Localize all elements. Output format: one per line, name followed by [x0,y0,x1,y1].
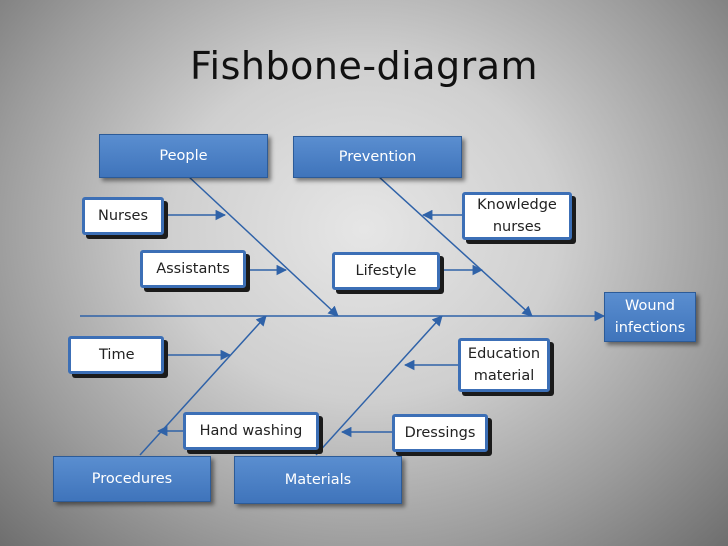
cause-nurses: Nurses [82,197,164,235]
cause-hand-washing: Hand washing [183,412,319,450]
cause-time: Time [68,336,164,374]
cause-lifestyle: Lifestyle [332,252,440,290]
materials-bone [315,315,443,456]
prevention-bone [377,175,533,317]
people-bone [187,175,339,317]
category-materials: Materials [234,456,402,504]
cause-education-material: Education material [458,338,550,392]
category-prevention: Prevention [293,136,462,178]
cause-assistants: Assistants [140,250,246,288]
category-people: People [99,134,268,178]
cause-knowledge-nurses: Knowledge nurses [462,192,572,240]
category-procedures: Procedures [53,456,211,502]
cause-dressings: Dressings [392,414,488,452]
page-title: Fishbone-diagram [189,44,539,88]
effect-wound-infections: Wound infections [604,292,696,342]
